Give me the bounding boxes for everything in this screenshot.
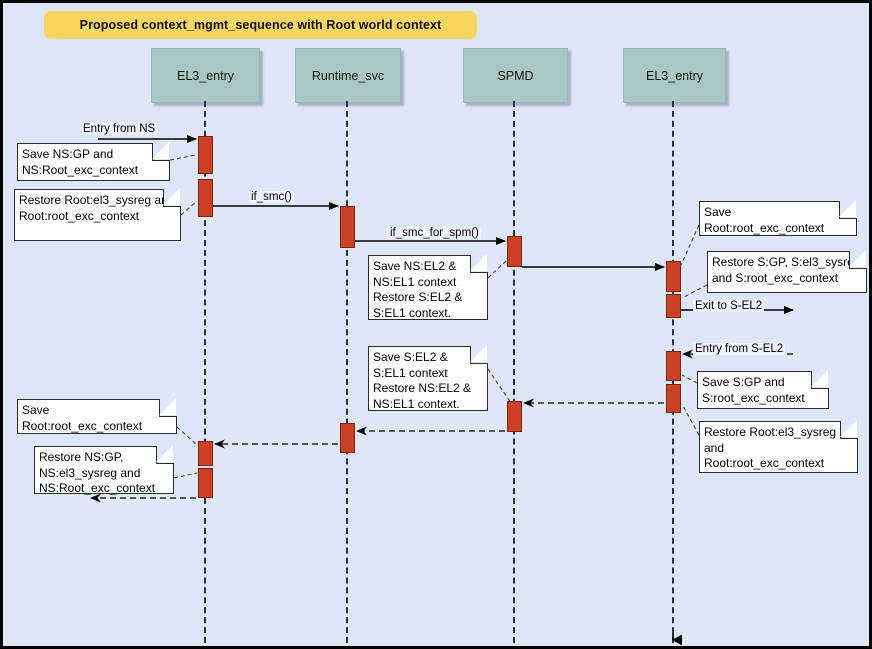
note-restore-root-el3-sysreg-anchor — [181, 201, 197, 215]
page-title: Proposed context_mgmt_sequence with Root… — [80, 18, 442, 32]
note-restore-root-el3-sysreg[interactable]: Restore Root:el3_sysreg and Root:root_ex… — [14, 189, 181, 241]
lifeline-ll2 — [346, 101, 348, 643]
note-dogear-icon — [811, 371, 829, 389]
diagram-title-banner: Proposed context_mgmt_sequence with Root… — [44, 11, 477, 39]
act-el3-entry-3[interactable] — [198, 441, 213, 466]
note-text: Restore NS:GP, NS:el3_sysreg and NS:Root… — [39, 450, 155, 495]
note-dogear-icon — [470, 346, 488, 364]
lifeline-label: Runtime_svc — [312, 69, 384, 83]
act-el3-entry-right-2[interactable] — [666, 294, 681, 318]
connectors-layer — [3, 3, 872, 649]
note-restore-ns-gp[interactable]: Restore NS:GP, NS:el3_sysreg and NS:Root… — [34, 446, 174, 494]
lifeline-head-ll3[interactable]: SPMD — [463, 48, 568, 103]
note-dogear-icon — [152, 143, 170, 161]
act-el3-entry-4[interactable] — [198, 468, 213, 498]
msg-entry-from-ns-label: Entry from NS — [81, 123, 157, 135]
note-text: Save S:EL2 & S:EL1 context Restore NS:EL… — [373, 350, 471, 411]
act-el3-entry-right-1[interactable] — [666, 261, 681, 292]
note-save-s-el2-el1[interactable]: Save S:EL2 & S:EL1 context Restore NS:EL… — [368, 346, 488, 411]
note-dogear-icon — [156, 446, 174, 464]
note-dogear-icon — [840, 421, 858, 439]
note-save-root-exc-context-right[interactable]: Save Root:root_exc_context — [699, 201, 857, 236]
note-save-ns-gp[interactable]: Save NS:GP and NS:Root_exc_context — [17, 143, 170, 181]
note-save-ns-gp-anchor — [170, 155, 196, 160]
msg-entry-from-s-el2-label: Entry from S-EL2 — [693, 343, 785, 355]
act-el3-entry-2[interactable] — [198, 179, 213, 217]
note-dogear-icon — [849, 251, 867, 269]
note-text: Restore Root:el3_sysreg and Root:root_ex… — [704, 425, 836, 470]
msg-exit-to-s-el2-label: Exit to S-EL2 — [693, 300, 764, 312]
lifeline-label: SPMD — [497, 69, 533, 83]
lifeline-head-ll2[interactable]: Runtime_svc — [295, 48, 401, 103]
note-save-ns-el2-el1[interactable]: Save NS:EL2 & NS:EL1 context Restore S:E… — [368, 255, 488, 320]
note-dogear-icon — [839, 201, 857, 219]
note-text: Save Root:root_exc_context — [22, 403, 142, 433]
note-text: Restore S:GP, S:el3_sysreg and S:root_ex… — [712, 255, 861, 285]
lifeline-ll3 — [513, 101, 515, 643]
note-save-root-exc-context-left[interactable]: Save Root:root_exc_context — [17, 399, 177, 434]
lifeline-head-ll1[interactable]: EL3_entry — [151, 48, 260, 103]
note-text: Save NS:GP and NS:Root_exc_context — [22, 147, 138, 177]
lifeline-label: EL3_entry — [177, 69, 234, 83]
note-text: Restore Root:el3_sysreg and Root:root_ex… — [19, 193, 174, 223]
act-spmd-2[interactable] — [507, 401, 522, 432]
note-text: Save NS:EL2 & NS:EL1 context Restore S:E… — [373, 259, 462, 320]
act-runtime-svc-1[interactable] — [340, 206, 355, 248]
lifeline-label: EL3_entry — [646, 69, 703, 83]
note-restore-s-gp[interactable]: Restore S:GP, S:el3_sysreg and S:root_ex… — [707, 251, 867, 293]
note-save-s-el2-el1-anchor — [488, 369, 511, 403]
act-el3-entry-1[interactable] — [198, 136, 213, 174]
act-el3-entry-right-3[interactable] — [666, 351, 681, 381]
note-save-s-gp-anchor — [682, 375, 697, 383]
act-runtime-svc-2[interactable] — [340, 423, 355, 453]
note-dogear-icon — [470, 255, 488, 273]
note-save-root-exc-context-right-anchor — [681, 225, 699, 265]
note-restore-s-gp-anchor — [682, 285, 707, 298]
note-dogear-icon — [163, 189, 181, 207]
msg-if-smc-for-spm-label: if_smc_for_spm() — [388, 227, 481, 239]
note-text: Save Root:root_exc_context — [704, 205, 824, 235]
note-text: Save S:GP and S:root_exc_context — [702, 375, 805, 405]
lifeline-head-ll4[interactable]: EL3_entry — [623, 48, 726, 103]
note-save-ns-el2-el1-anchor — [488, 261, 506, 278]
note-restore-root-el3-sysreg-right[interactable]: Restore Root:el3_sysreg and Root:root_ex… — [699, 421, 858, 473]
act-el3-entry-right-4[interactable] — [666, 384, 681, 413]
note-save-root-exc-context-left-anchor — [177, 427, 197, 445]
msg-if-smc-label: if_smc() — [249, 191, 294, 203]
act-spmd-1[interactable] — [507, 236, 522, 267]
note-save-s-gp[interactable]: Save S:GP and S:root_exc_context — [697, 371, 829, 409]
note-restore-ns-gp-anchor — [174, 473, 197, 478]
note-dogear-icon — [159, 399, 177, 417]
